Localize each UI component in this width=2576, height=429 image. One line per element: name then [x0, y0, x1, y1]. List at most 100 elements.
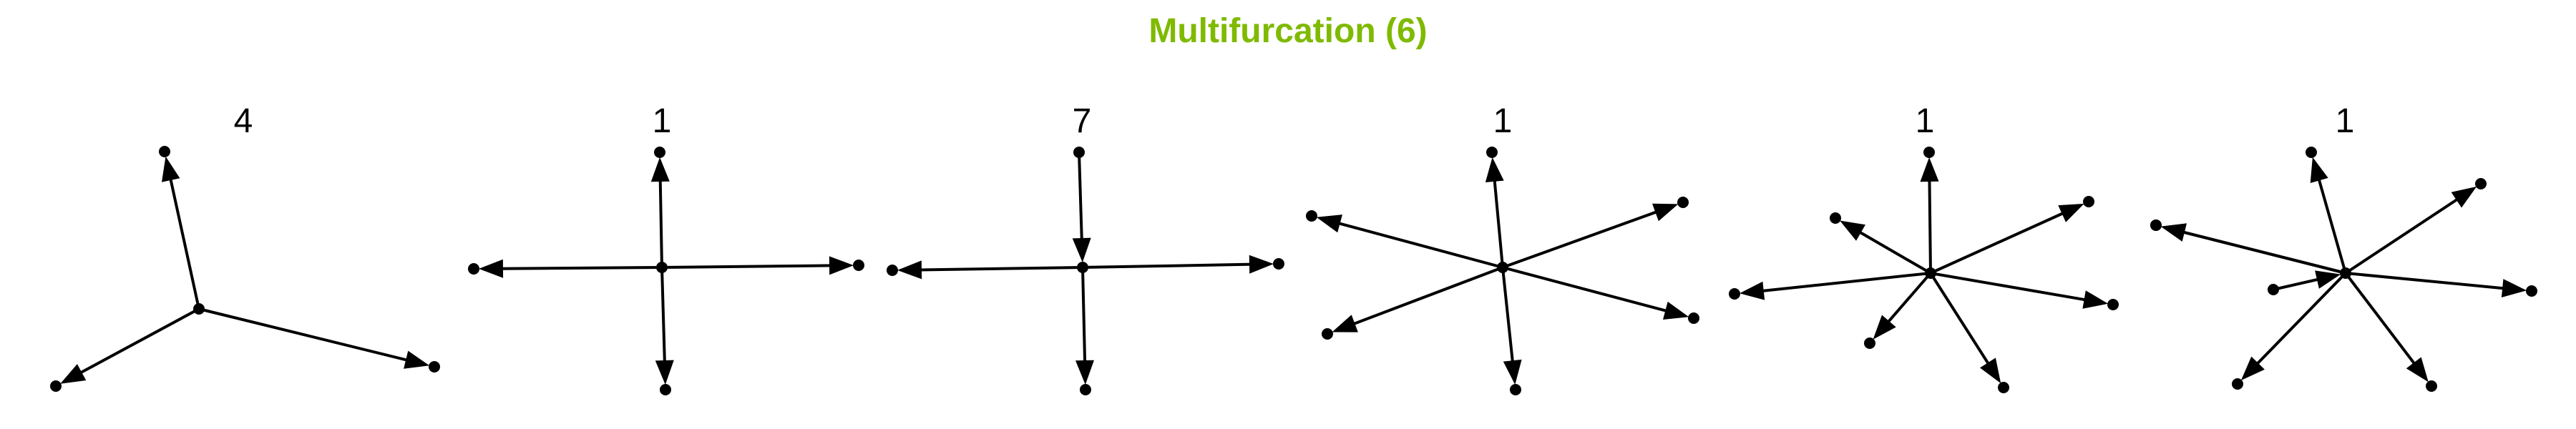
- edge: [1351, 266, 1503, 326]
- edge: [1885, 272, 1932, 325]
- leaf-node: [1080, 384, 1091, 395]
- panel-label: 7: [1073, 102, 1092, 140]
- leaf-node: [2083, 196, 2094, 207]
- edge: [1760, 272, 1931, 293]
- leaf-node: [2268, 284, 2279, 295]
- edge: [1502, 209, 1659, 269]
- edge: [1337, 221, 1503, 269]
- leaf-node: [50, 380, 62, 392]
- edge: [1501, 267, 1515, 364]
- arrowhead: [1920, 157, 1939, 182]
- panel-label: 1: [653, 102, 672, 140]
- edge: [2255, 272, 2347, 366]
- panel-label: 4: [234, 102, 253, 140]
- hub-node: [656, 262, 668, 273]
- edge: [2345, 272, 2506, 290]
- edge: [1930, 211, 2066, 275]
- arrowhead: [2082, 290, 2109, 309]
- hub-node: [1077, 262, 1088, 273]
- leaf-node: [1830, 212, 1841, 224]
- arrowhead: [479, 259, 504, 278]
- leaf-node: [1729, 288, 1740, 300]
- hub-node: [1925, 267, 1936, 279]
- panel-3: 7: [887, 102, 1284, 395]
- panel-5: 1: [1729, 102, 2119, 393]
- arrowhead: [1249, 255, 1274, 274]
- arrowhead: [1840, 220, 1865, 241]
- edge: [2181, 230, 2346, 275]
- leaf-node: [159, 146, 170, 157]
- edge: [1081, 267, 1087, 364]
- edge: [1493, 178, 1504, 268]
- leaf-node: [1864, 337, 1875, 349]
- hub-node: [1497, 262, 1508, 273]
- panel-6: 1: [2150, 102, 2537, 392]
- leaf-node: [2306, 147, 2317, 158]
- arrowhead: [1652, 203, 1679, 222]
- leaf-node: [1688, 312, 1699, 324]
- arrowhead: [1980, 358, 2001, 384]
- edge: [1082, 262, 1253, 269]
- edge: [2317, 177, 2347, 274]
- edge: [918, 266, 1083, 272]
- edge: [198, 307, 409, 363]
- leaf-node: [2426, 380, 2437, 392]
- leaf-node: [1923, 147, 1935, 158]
- arrowhead: [1873, 315, 1896, 340]
- arrowhead: [1316, 214, 1342, 233]
- edge: [1502, 266, 1669, 313]
- page-title: Multifurcation (6): [1148, 12, 1428, 50]
- arrowhead: [404, 350, 430, 369]
- panel-label: 1: [2336, 102, 2355, 140]
- leaf-node: [1073, 147, 1085, 158]
- arrowhead: [2406, 357, 2429, 383]
- arrowhead: [829, 256, 854, 275]
- arrowhead: [1072, 237, 1091, 262]
- leaf-node: [660, 384, 671, 395]
- arrowhead: [1485, 157, 1504, 182]
- arrowhead: [162, 156, 180, 182]
- leaf-node: [1998, 382, 2009, 393]
- leaf-node: [654, 147, 665, 158]
- edge: [1858, 230, 1932, 275]
- edge: [499, 266, 663, 270]
- panel-1: 4: [50, 102, 440, 392]
- arrowhead: [2058, 203, 2084, 222]
- arrowhead: [2240, 356, 2265, 380]
- panel-4: 1: [1306, 102, 1699, 395]
- edge: [661, 264, 833, 269]
- arrowhead: [1332, 315, 1358, 332]
- edge: [1929, 272, 1991, 366]
- edge: [2344, 197, 2460, 275]
- leaf-node: [853, 260, 864, 271]
- arrowhead: [897, 260, 922, 280]
- edge: [2273, 277, 2321, 291]
- arrowhead: [655, 360, 674, 385]
- panel-label: 1: [1916, 102, 1935, 140]
- edge: [1928, 178, 1932, 274]
- leaf-node: [2150, 220, 2162, 231]
- hub-node: [193, 303, 205, 315]
- edge: [660, 267, 666, 364]
- edge: [658, 178, 663, 268]
- panel-2: 1: [468, 102, 864, 395]
- arrowhead: [1503, 359, 1522, 385]
- edge: [1930, 272, 2087, 302]
- leaf-node: [887, 265, 898, 276]
- edge: [1078, 152, 1083, 242]
- leaf-node: [1322, 328, 1333, 340]
- leaf-node: [1510, 384, 1521, 395]
- arrowhead: [2451, 186, 2477, 208]
- arrowhead: [2310, 157, 2328, 183]
- edge: [2344, 272, 2417, 366]
- panel-label: 1: [1493, 102, 1513, 140]
- arrowhead: [2315, 270, 2341, 289]
- leaf-node: [2232, 378, 2243, 390]
- edge: [78, 307, 200, 375]
- leaf-node: [1486, 147, 1498, 158]
- leaf-node: [2475, 178, 2487, 189]
- edge: [168, 177, 200, 310]
- arrowhead: [1663, 301, 1689, 320]
- arrowhead: [2160, 223, 2187, 242]
